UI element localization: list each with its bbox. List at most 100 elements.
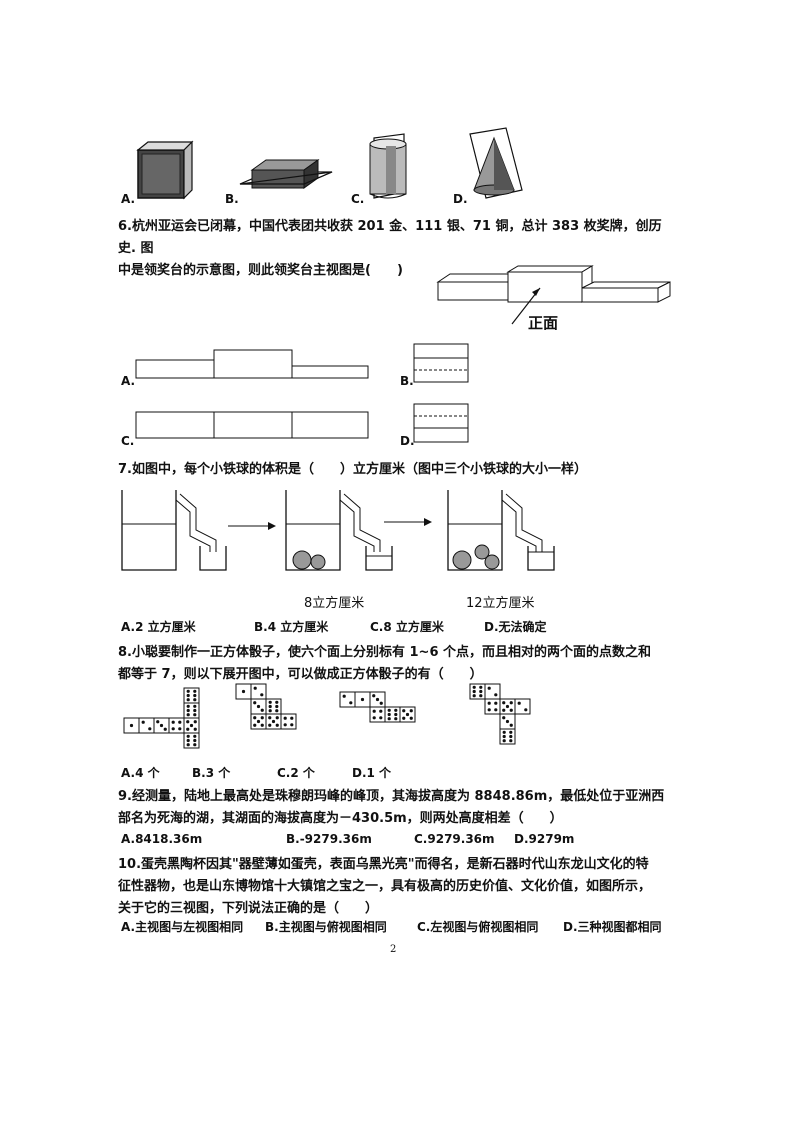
dice-pip (260, 716, 264, 720)
dice-face (514, 698, 531, 715)
dice-pip (375, 697, 380, 702)
dice-pip (268, 709, 272, 713)
q6-line-1: 6.杭州亚运会已闭幕，中国代表团共收获 201 金、111 银、71 铜，总计 … (118, 219, 662, 256)
q6-option-a: A. (121, 374, 136, 388)
q5-option-d: D. (453, 192, 468, 206)
dice-pip (186, 689, 190, 693)
q7-option-d: D.无法确定 (484, 620, 547, 634)
dice-pip (163, 727, 167, 731)
dice-face (250, 683, 267, 700)
q6-front-label: 正面 (528, 314, 559, 332)
dice-face (265, 698, 282, 715)
dice-pip (379, 716, 383, 720)
q7-option-c: C.8 立方厘米 (370, 620, 444, 634)
q6-option-c-figure (135, 411, 369, 439)
dice-pip (502, 716, 506, 720)
dice-pip (256, 704, 261, 709)
dice-pip (509, 730, 513, 734)
q7-stage-2 (285, 490, 393, 571)
dice-pip (186, 720, 190, 724)
dice-pip (171, 727, 175, 731)
dice-pip (479, 685, 483, 689)
dice-pip (524, 708, 528, 712)
dice-pip (193, 708, 197, 713)
dice-pip (186, 743, 190, 747)
dice-pip (275, 723, 279, 727)
dice-pip (509, 708, 513, 712)
q7-ball (474, 544, 490, 560)
q10-option-a: A.主视图与左视图相同 (121, 920, 244, 934)
dice-face (369, 706, 386, 723)
dice-face (183, 702, 200, 719)
q9-option-d: D.9279m (514, 832, 575, 846)
dice-pip (342, 694, 346, 698)
dice-pip (394, 708, 398, 712)
dice-pip (494, 693, 498, 697)
q6-option-b-figure (413, 343, 469, 383)
dice-pip (260, 708, 264, 712)
q8-dice-nets (123, 683, 531, 749)
dice-pip (502, 730, 506, 734)
q7-caption-2: 12立方厘米 (466, 596, 535, 611)
q9-option-b: B.-9279.36m (286, 832, 372, 846)
dice-pip (141, 720, 145, 724)
dice-pip (268, 723, 272, 727)
dice-face (280, 713, 297, 730)
dice-pip (268, 716, 272, 720)
q5-figure-c-cylinder (369, 133, 407, 199)
dice-pip (372, 716, 376, 720)
q6-line-2: 中是领奖台的示意图，则此领奖台主视图是( ) (118, 263, 403, 278)
dice-pip (509, 723, 513, 727)
dice-pip (502, 734, 506, 739)
dice-pip (268, 700, 272, 704)
q10-option-d: D.三种视图都相同 (563, 920, 662, 934)
dice-face (168, 717, 185, 734)
q6-podium-diagram (436, 265, 671, 325)
dice-pip (253, 716, 257, 720)
q7-ball (452, 550, 472, 570)
q10-line-2: 征性器物，也是山东博物馆十大镇馆之宝之一，具有极高的历史价值、文化价值，如图所示… (118, 879, 652, 894)
dice-pip (494, 708, 498, 712)
q10-option-c: C.左视图与俯视图相同 (417, 920, 539, 934)
dice-pip (409, 709, 413, 713)
dice-pip (159, 723, 164, 728)
dice-pip (283, 716, 287, 720)
dice-pip (193, 704, 197, 708)
q9-text: 9.经测量，陆地上最高处是珠穆朗玛峰的峰顶，其海拔高度为 8848.86m，最低… (118, 786, 678, 830)
q7-text: 7.如图中，每个小铁球的体积是（ ）立方厘米（图中三个小铁球的大小一样） (118, 462, 587, 477)
q8-option-d: D.1 个 (352, 766, 392, 780)
dice-pip (472, 694, 476, 698)
dice-pip (360, 697, 365, 702)
dice-pip (186, 713, 190, 717)
dice-pip (479, 694, 483, 698)
dice-pip (186, 693, 190, 698)
dice-pip (387, 708, 391, 712)
dice-pip (372, 709, 376, 713)
dice-pip (394, 717, 398, 721)
dice-pip (186, 698, 190, 702)
dice-pip (275, 716, 279, 720)
dice-face (384, 706, 401, 723)
q10-line-3: 关于它的三视图，下列说法正确的是（ ） (118, 901, 379, 916)
dice-pip (283, 723, 287, 727)
dice-pip (193, 738, 197, 743)
dice-pip (129, 723, 134, 728)
dice-face (484, 698, 501, 715)
q6-option-d-figure (413, 403, 469, 443)
dice-pip (387, 712, 391, 717)
dice-pip (148, 727, 152, 731)
dice-pip (349, 701, 353, 705)
q7-caption-1: 8立方厘米 (304, 596, 365, 611)
dice-pip (379, 701, 383, 705)
dice-pip (405, 712, 410, 717)
dice-pip (290, 716, 294, 720)
dice-pip (394, 712, 398, 717)
dice-pip (487, 686, 491, 690)
q7-stage-1 (121, 490, 227, 571)
q8-line-2: 都等于 7，则以下展开图中，可以做成正方体骰子的有（ ） (118, 667, 483, 682)
q9-line-1: 9.经测量，陆地上最高处是珠穆朗玛峰的峰顶，其海拔高度为 8848.86m，最低… (118, 789, 665, 804)
dice-pip (487, 708, 491, 712)
dice-pip (186, 738, 190, 743)
q7-ball (310, 554, 326, 570)
q6-option-a-figure (135, 349, 369, 379)
